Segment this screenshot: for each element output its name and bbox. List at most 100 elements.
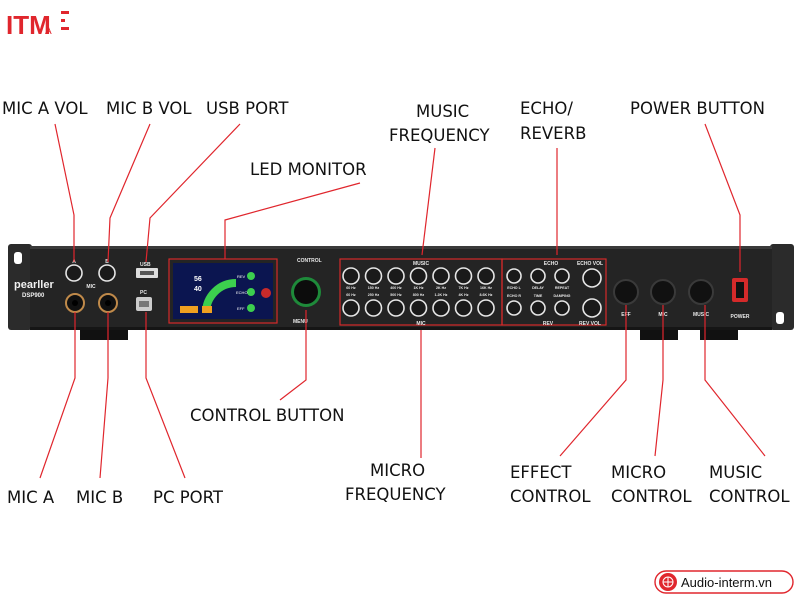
label-pc-port: PC PORT <box>153 488 224 507</box>
music-eq-freq-label: 400 Hz <box>390 286 402 290</box>
svg-text:B: B <box>105 259 109 265</box>
svg-text:A: A <box>45 26 52 37</box>
label-effect-control-1: EFFECT <box>510 463 572 482</box>
callout-labels: MIC A VOL MIC B VOL USB PORT MUSIC FREQU… <box>2 99 790 507</box>
svg-text:REV: REV <box>543 321 554 327</box>
music-eq-knob[interactable] <box>409 267 428 285</box>
mic-a-vol-knob[interactable] <box>65 264 83 282</box>
label-echo-1: ECHO/ <box>520 99 573 118</box>
svg-text:USB: USB <box>140 262 151 268</box>
echo-knob[interactable] <box>506 268 522 284</box>
dsp900-front-panel: pearller DSP900 A MIC B USB PC 56 40 REV… <box>8 244 794 340</box>
label-micro-control-1: MICRO <box>611 463 666 482</box>
echo-knob[interactable] <box>530 268 546 284</box>
mic-eq-knob[interactable] <box>432 299 450 317</box>
svg-text:MIC: MIC <box>86 284 96 290</box>
brand-label: pearller <box>14 279 54 291</box>
reverb-knob[interactable] <box>554 300 570 316</box>
mic-eq-knob[interactable] <box>454 299 473 317</box>
music-control-knob[interactable] <box>688 279 714 305</box>
music-eq-freq-label: 16K Hz <box>480 286 492 290</box>
label-mic-a-vol: MIC A VOL <box>2 99 88 118</box>
echo-reverb-knobs: ECHO L ECHO R DELAY TIME REPEAT DAMPING <box>506 268 602 318</box>
svg-text:CONTROL: CONTROL <box>297 258 322 264</box>
label-power-button: POWER BUTTON <box>630 99 765 118</box>
reverb-knob[interactable] <box>530 300 546 316</box>
itm-logo: ITM A <box>6 10 69 40</box>
label-echo-2: REVERB <box>520 124 586 143</box>
music-eq-freq-label: 1K Hz <box>414 286 424 290</box>
rev-vol-knob[interactable] <box>582 298 602 318</box>
music-eq-knobs: 60 Hz 60 Hz 150 Hz 250 Hz 400 Hz 500 Hz 1K Hz 8… <box>342 267 495 317</box>
svg-text:REV VOL: REV VOL <box>579 321 601 327</box>
mic-eq-knob[interactable] <box>342 299 360 317</box>
echo-row-label: ECHO L <box>507 286 521 290</box>
mic-eq-freq-label: 8.6K Hz <box>480 293 493 297</box>
rev-row-label: TIME <box>534 294 543 298</box>
leader-lines <box>39 123 766 479</box>
echo-row-label: REPEAT <box>555 286 570 290</box>
mic-eq-freq-label: 1.2K Hz <box>435 293 448 297</box>
svg-text:56: 56 <box>194 276 202 283</box>
music-eq-freq-label: 150 Hz <box>368 286 380 290</box>
music-eq-freq-label: 2K Hz <box>436 286 446 290</box>
svg-text:ECHO: ECHO <box>236 290 248 295</box>
svg-text:ECHO VOL: ECHO VOL <box>577 261 603 267</box>
label-micro-frequency-2: FREQUENCY <box>345 485 446 504</box>
mic-eq-knob[interactable] <box>387 299 405 317</box>
music-eq-knob[interactable] <box>432 267 450 285</box>
svg-text:ECHO: ECHO <box>544 261 559 267</box>
website-badge[interactable]: Audio-interm.vn <box>654 570 794 594</box>
label-led-monitor: LED MONITOR <box>250 160 367 179</box>
label-music-frequency-1: MUSIC <box>416 102 469 121</box>
svg-text:MUSIC: MUSIC <box>693 312 710 318</box>
music-eq-freq-label: 60 Hz <box>346 286 356 290</box>
svg-text:40: 40 <box>194 286 202 293</box>
svg-text:REV: REV <box>237 274 246 279</box>
svg-text:ITM: ITM <box>6 10 51 40</box>
mic-b-vol-knob[interactable] <box>98 264 116 282</box>
svg-text:EFF: EFF <box>237 306 245 311</box>
svg-text:MUSIC: MUSIC <box>413 261 430 267</box>
mic-eq-freq-label: 60 Hz <box>346 293 356 297</box>
label-micro-frequency-1: MICRO <box>370 461 425 480</box>
label-music-frequency-2: FREQUENCY <box>389 126 490 145</box>
music-eq-knob[interactable] <box>364 267 383 285</box>
svg-text:PC: PC <box>140 290 147 296</box>
echo-knob[interactable] <box>554 268 570 284</box>
label-effect-control-2: CONTROL <box>510 487 591 506</box>
reverb-knob[interactable] <box>506 300 522 316</box>
music-eq-freq-label: 7K Hz <box>459 286 469 290</box>
music-eq-knob[interactable] <box>387 267 405 285</box>
rev-row-label: DAMPING <box>554 294 571 298</box>
control-button[interactable] <box>294 280 318 304</box>
model-label: DSP900 <box>22 293 45 299</box>
echo-vol-knob[interactable] <box>582 268 602 288</box>
mic-eq-freq-label: 250 Hz <box>368 293 380 297</box>
website-text: Audio-interm.vn <box>681 575 772 590</box>
label-micro-control-2: CONTROL <box>611 487 692 506</box>
label-usb-port: USB PORT <box>206 99 289 118</box>
svg-text:POWER: POWER <box>731 314 750 320</box>
mic-eq-knob[interactable] <box>409 299 428 317</box>
music-eq-knob[interactable] <box>454 267 473 285</box>
mic-eq-knob[interactable] <box>364 299 383 317</box>
svg-text:MENU: MENU <box>293 319 308 325</box>
mic-eq-freq-label: 4K Hz <box>459 293 469 297</box>
svg-text:MIC: MIC <box>416 321 426 327</box>
effect-control-knob[interactable] <box>613 279 639 305</box>
rev-row-label: ECHO R <box>507 294 521 298</box>
label-mic-b: MIC B <box>76 488 123 507</box>
music-eq-knob[interactable] <box>342 267 360 285</box>
label-mic-b-vol: MIC B VOL <box>106 99 192 118</box>
music-eq-knob[interactable] <box>477 267 495 285</box>
mic-eq-knob[interactable] <box>477 299 495 317</box>
echo-row-label: DELAY <box>532 286 544 290</box>
label-control-button: CONTROL BUTTON <box>190 406 344 425</box>
mic-eq-freq-label: 500 Hz <box>390 293 402 297</box>
micro-control-knob[interactable] <box>650 279 676 305</box>
label-music-control-1: MUSIC <box>709 463 762 482</box>
label-music-control-2: CONTROL <box>709 487 790 506</box>
mic-eq-freq-label: 800 Hz <box>413 293 425 297</box>
